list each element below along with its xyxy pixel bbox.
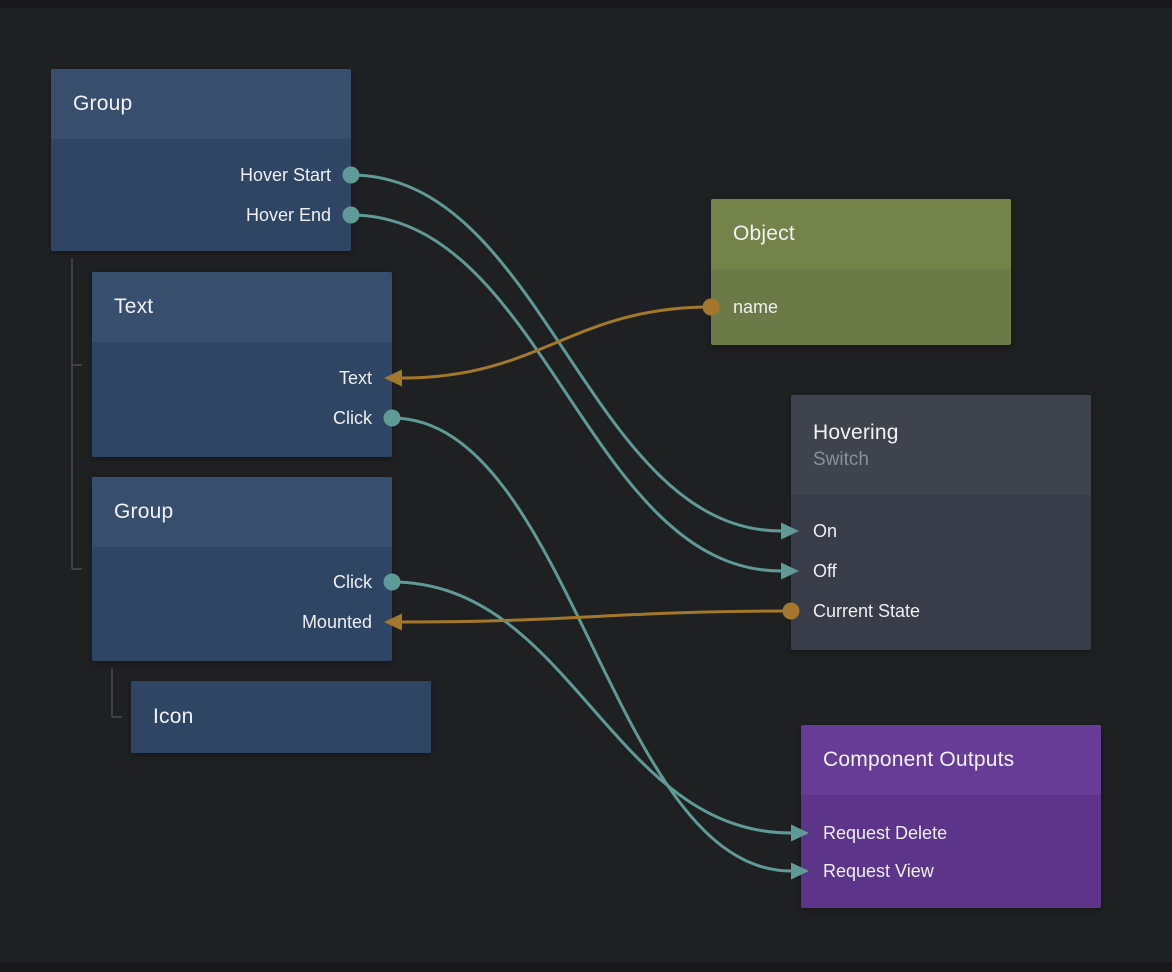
node-title: Group (114, 500, 174, 523)
node-title: Component Outputs (823, 748, 1015, 771)
window-bottom-strip (0, 962, 1172, 972)
port-request-view[interactable]: Request View (823, 861, 934, 881)
port-hover-start[interactable]: Hover Start (239, 165, 331, 185)
node-header[interactable]: Text (92, 272, 392, 342)
node-header[interactable]: Icon (131, 681, 431, 753)
node-title: Hovering (813, 420, 899, 444)
node-header[interactable]: Object (711, 199, 1011, 269)
node-title: Text (114, 295, 154, 318)
port-current-state[interactable]: Current State (813, 601, 921, 621)
node-header[interactable]: Group (51, 69, 351, 139)
port-request-delete[interactable]: Request Delete (823, 823, 948, 843)
port-name[interactable]: name (733, 297, 779, 317)
node-object[interactable]: Object name (711, 199, 1011, 345)
node-header[interactable]: Group (92, 477, 392, 547)
port-off[interactable]: Off (813, 561, 837, 581)
node-title: Group (73, 92, 133, 115)
port-mounted[interactable]: Mounted (301, 612, 372, 632)
port-text[interactable]: Text (338, 368, 372, 388)
node-title: Object (733, 222, 795, 245)
node-header[interactable]: Component Outputs (801, 725, 1101, 795)
port-on[interactable]: On (813, 521, 838, 541)
node-icon[interactable]: Icon (131, 681, 431, 753)
port-click[interactable]: Click (333, 572, 372, 592)
node-title: Icon (153, 705, 194, 728)
port-hover-end[interactable]: Hover End (245, 205, 331, 225)
node-subtitle: Switch (813, 448, 869, 470)
window-top-strip (0, 0, 1172, 8)
port-click[interactable]: Click (333, 408, 372, 428)
